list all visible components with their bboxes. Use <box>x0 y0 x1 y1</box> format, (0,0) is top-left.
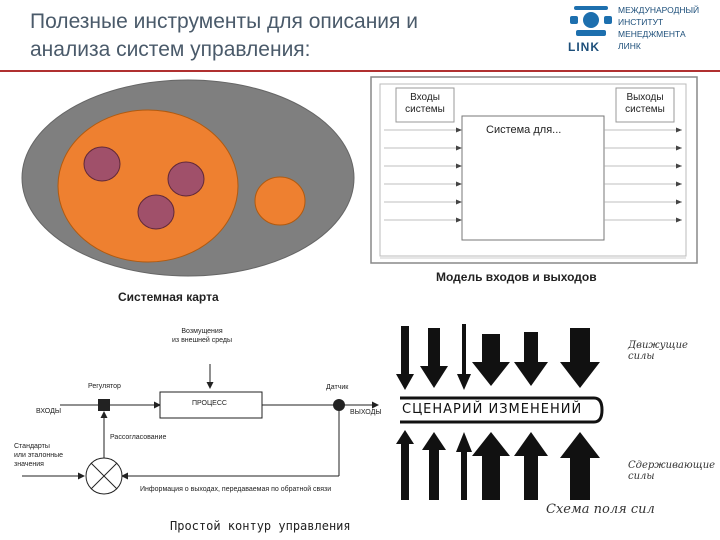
comparator <box>85 457 123 495</box>
inputs-flow-label: ВХОДЫ <box>36 408 62 415</box>
outputs-flow-label: ВЫХОДЫ <box>350 409 382 416</box>
slide-title-line1: Полезные инструменты для описания и <box>30 10 418 33</box>
disturbance-line2: из внешней среды <box>172 337 233 344</box>
inputs-label-line1: Входы <box>410 92 440 103</box>
standards-line2: или эталонные <box>14 452 63 459</box>
logo-brand: LINK <box>568 40 600 54</box>
restraining-forces-label: Сдерживающие силы <box>628 460 715 482</box>
logo-institute-name: Международный институт менеджмента линк <box>618 4 718 52</box>
driving-arrow-6 <box>560 328 600 388</box>
sensor-label: Датчик <box>326 384 349 391</box>
standards-line3: значения <box>14 461 44 468</box>
force-field-diagram <box>396 324 604 500</box>
inputs-label: Входы системы <box>396 92 454 116</box>
force-field-caption: Схема поля сил <box>546 502 655 517</box>
process-label: ПРОЦЕСС <box>192 400 227 407</box>
system-box <box>461 115 605 241</box>
driving-arrow-1 <box>396 326 414 390</box>
process-block <box>159 391 263 419</box>
system-map-diagram <box>21 79 355 277</box>
inputs-box <box>395 87 455 123</box>
io-model-diagram <box>370 76 698 264</box>
logo-line2: институт <box>618 17 664 27</box>
outputs-label-line2: системы <box>625 104 665 115</box>
outputs-label-line1: Выходы <box>626 92 664 103</box>
outputs-box <box>615 87 675 123</box>
driving-line2: силы <box>628 351 655 362</box>
restraining-arrow-5 <box>514 432 548 500</box>
logo-line1: Международный <box>618 5 700 15</box>
scenario-label: СЦЕНАРИЙ ИЗМЕНЕНИЙ <box>402 402 583 417</box>
system-label: Система для... <box>486 124 562 136</box>
control-loop-diagram <box>22 364 379 495</box>
outputs-label: Выходы системы <box>616 92 674 116</box>
external-system-ellipse <box>254 176 306 226</box>
restraining-line2: силы <box>628 471 655 482</box>
restraining-arrow-2 <box>422 432 446 500</box>
driving-arrow-2 <box>420 328 448 388</box>
driving-forces-label: Движущие силы <box>628 340 688 362</box>
disturbance-label: Возмущения из внешней среды <box>172 327 232 345</box>
title-divider <box>0 70 720 72</box>
sensor-node <box>333 399 345 411</box>
feedback-label: Информация о выходах, передаваемая по об… <box>140 486 332 493</box>
link-logo-icon <box>570 6 612 36</box>
driving-arrow-4 <box>472 334 510 386</box>
inputs-label-line2: системы <box>405 104 445 115</box>
driving-arrow-5 <box>514 332 548 386</box>
standards-line1: Стандарты <box>14 443 50 450</box>
subsystem-2 <box>167 161 205 197</box>
regulator-block <box>98 399 110 411</box>
subsystem-1 <box>83 146 121 182</box>
standards-label: Стандарты или эталонные значения <box>14 442 63 469</box>
driving-arrow-3 <box>457 324 471 390</box>
logo-line4: линк <box>618 41 641 51</box>
restraining-arrow-6 <box>560 432 600 500</box>
control-loop-caption: Простой контур управления <box>170 519 351 533</box>
slide-title: Полезные инструменты для описания и анал… <box>30 8 530 64</box>
mismatch-label: Рассогласование <box>110 434 167 441</box>
subsystem-3 <box>137 194 175 230</box>
regulator-label: Регулятор <box>88 383 121 390</box>
restraining-line1: Сдерживающие <box>628 460 716 471</box>
system-ellipse <box>57 109 239 263</box>
driving-line1: Движущие <box>628 340 688 351</box>
link-logo <box>570 6 612 36</box>
restraining-arrow-4 <box>472 432 510 500</box>
restraining-arrow-3 <box>456 432 472 500</box>
logo-line3: менеджмента <box>618 29 686 39</box>
scenario-bar <box>400 396 604 424</box>
system-map-caption: Системная карта <box>118 290 219 304</box>
io-model-caption: Модель входов и выходов <box>436 270 597 284</box>
restraining-arrow-1 <box>396 430 414 500</box>
slide-title-line2: анализа систем управления: <box>30 38 311 61</box>
disturbance-line1: Возмущения <box>181 328 223 335</box>
